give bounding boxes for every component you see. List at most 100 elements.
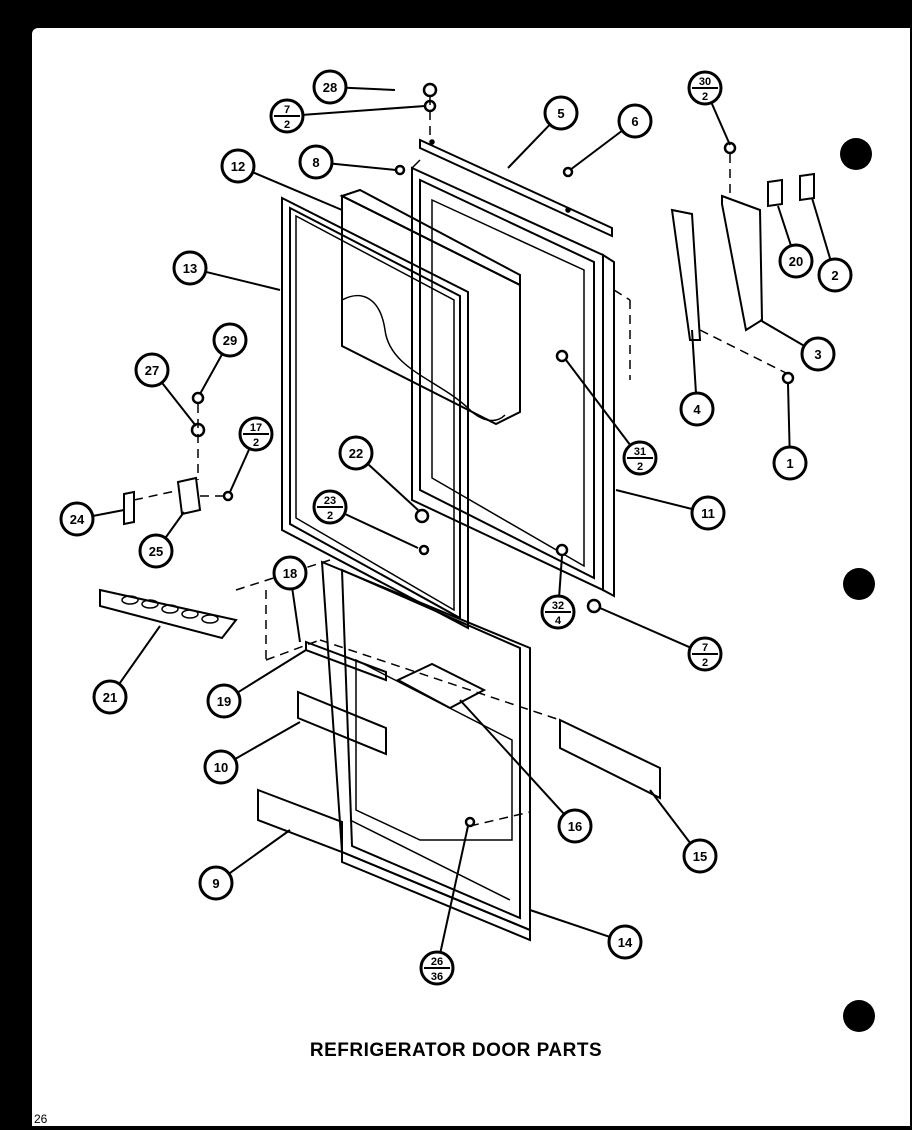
callout-quantity: 2	[702, 91, 708, 103]
callout-c2: 2	[811, 197, 853, 293]
binder-hole-top	[840, 138, 872, 170]
callout-number: 10	[214, 760, 228, 775]
egg-tray	[99, 588, 238, 640]
callout-number: 7	[284, 104, 290, 116]
diagram-title: REFRIGERATOR DOOR PARTS	[309, 1040, 603, 1061]
callout-c15: 15	[649, 789, 718, 874]
callout-c27: 27	[134, 352, 197, 427]
leader-line	[229, 448, 251, 493]
leader-line	[777, 205, 792, 247]
callout-number: 15	[693, 849, 707, 864]
leader-line	[205, 270, 281, 291]
dispenser-tray	[395, 662, 487, 710]
leader-line	[811, 197, 832, 260]
callout-number: 22	[349, 446, 363, 461]
callout-number: 26	[431, 956, 443, 968]
leader-line	[558, 555, 563, 597]
binder-hole-bottom	[843, 1000, 875, 1032]
callout-circle	[92, 679, 128, 715]
callout-c22: 22	[338, 435, 419, 511]
page-number: 26	[34, 1112, 48, 1126]
leader-line	[344, 512, 419, 549]
callout-quantity: 2	[327, 510, 333, 522]
assembly-lines	[133, 96, 789, 827]
callout-number: 3	[814, 347, 821, 362]
callout-c16: 16	[459, 699, 593, 844]
callout-number: 18	[283, 566, 297, 581]
rail-15	[559, 718, 661, 800]
leader-line	[691, 329, 697, 394]
callout-c10: 10	[203, 721, 301, 785]
fastener-32	[555, 543, 569, 557]
callout-circle	[59, 501, 95, 537]
callout-number: 12	[231, 159, 245, 174]
callout-number: 1	[786, 456, 793, 471]
callout-number: 29	[223, 333, 237, 348]
leader-line	[459, 699, 565, 815]
callout-c32: 324	[540, 555, 576, 630]
callout-quantity: 2	[284, 119, 290, 131]
callout-number: 6	[631, 114, 638, 129]
callout-circle	[607, 924, 643, 960]
callout-c28: 28	[312, 69, 396, 105]
callout-number: 30	[699, 76, 711, 88]
callout-circle	[682, 838, 718, 874]
callout-circle	[772, 445, 808, 481]
leader-line	[787, 383, 791, 448]
lower-door-panel	[320, 560, 531, 942]
callout-circle	[800, 336, 836, 372]
callout-circle	[138, 533, 174, 569]
bin-10	[297, 690, 387, 756]
callout-number: 20	[789, 254, 803, 269]
callout-circle	[543, 95, 579, 131]
callout-number: 31	[634, 446, 646, 458]
callout-c25: 25	[138, 511, 185, 569]
callout-c7b: 72	[599, 607, 723, 672]
callout-c29: 29	[199, 322, 248, 395]
callout-number: 32	[552, 600, 564, 612]
callout-c14: 14	[529, 909, 643, 960]
callout-number: 24	[70, 512, 85, 527]
callout-circle	[220, 148, 256, 184]
hinge-part-25	[176, 476, 202, 516]
leader-line	[291, 588, 301, 643]
fastener-29	[191, 391, 205, 405]
leader-line	[161, 381, 197, 427]
callout-circle	[557, 808, 593, 844]
callout-c19: 19	[206, 649, 307, 719]
callout-quantity: 4	[555, 615, 562, 627]
callout-c6: 6	[569, 103, 653, 171]
callout-c24: 24	[59, 501, 125, 537]
fastener-31	[555, 349, 569, 363]
callout-c5: 5	[507, 95, 579, 169]
hinge-bracket-4	[670, 208, 702, 341]
callout-circle	[272, 555, 308, 591]
shelf-bar	[305, 640, 387, 682]
callout-c23: 232	[312, 489, 419, 549]
hinge-part-24	[123, 490, 135, 526]
fastener-7b	[586, 598, 602, 614]
callout-number: 28	[323, 80, 337, 95]
callout-c11: 11	[615, 489, 726, 531]
callout-circle	[203, 749, 239, 785]
callout-number: 14	[618, 935, 633, 950]
leader-line	[302, 105, 426, 116]
top-strip	[419, 138, 613, 238]
callout-number: 2	[831, 268, 838, 283]
leader-line	[92, 509, 125, 517]
callout-circle	[206, 683, 242, 719]
leader-line	[234, 721, 301, 760]
callout-c30: 302	[687, 70, 731, 146]
leader-line	[228, 829, 291, 875]
callout-number: 23	[324, 495, 336, 507]
leader-line	[164, 511, 185, 539]
leader-line	[615, 489, 693, 511]
callout-c21: 21	[92, 625, 161, 715]
outer-door-panel	[411, 159, 615, 598]
callout-circle	[690, 495, 726, 531]
callout-number: 4	[693, 402, 701, 417]
leader-line	[649, 789, 692, 844]
leader-line	[118, 625, 161, 685]
